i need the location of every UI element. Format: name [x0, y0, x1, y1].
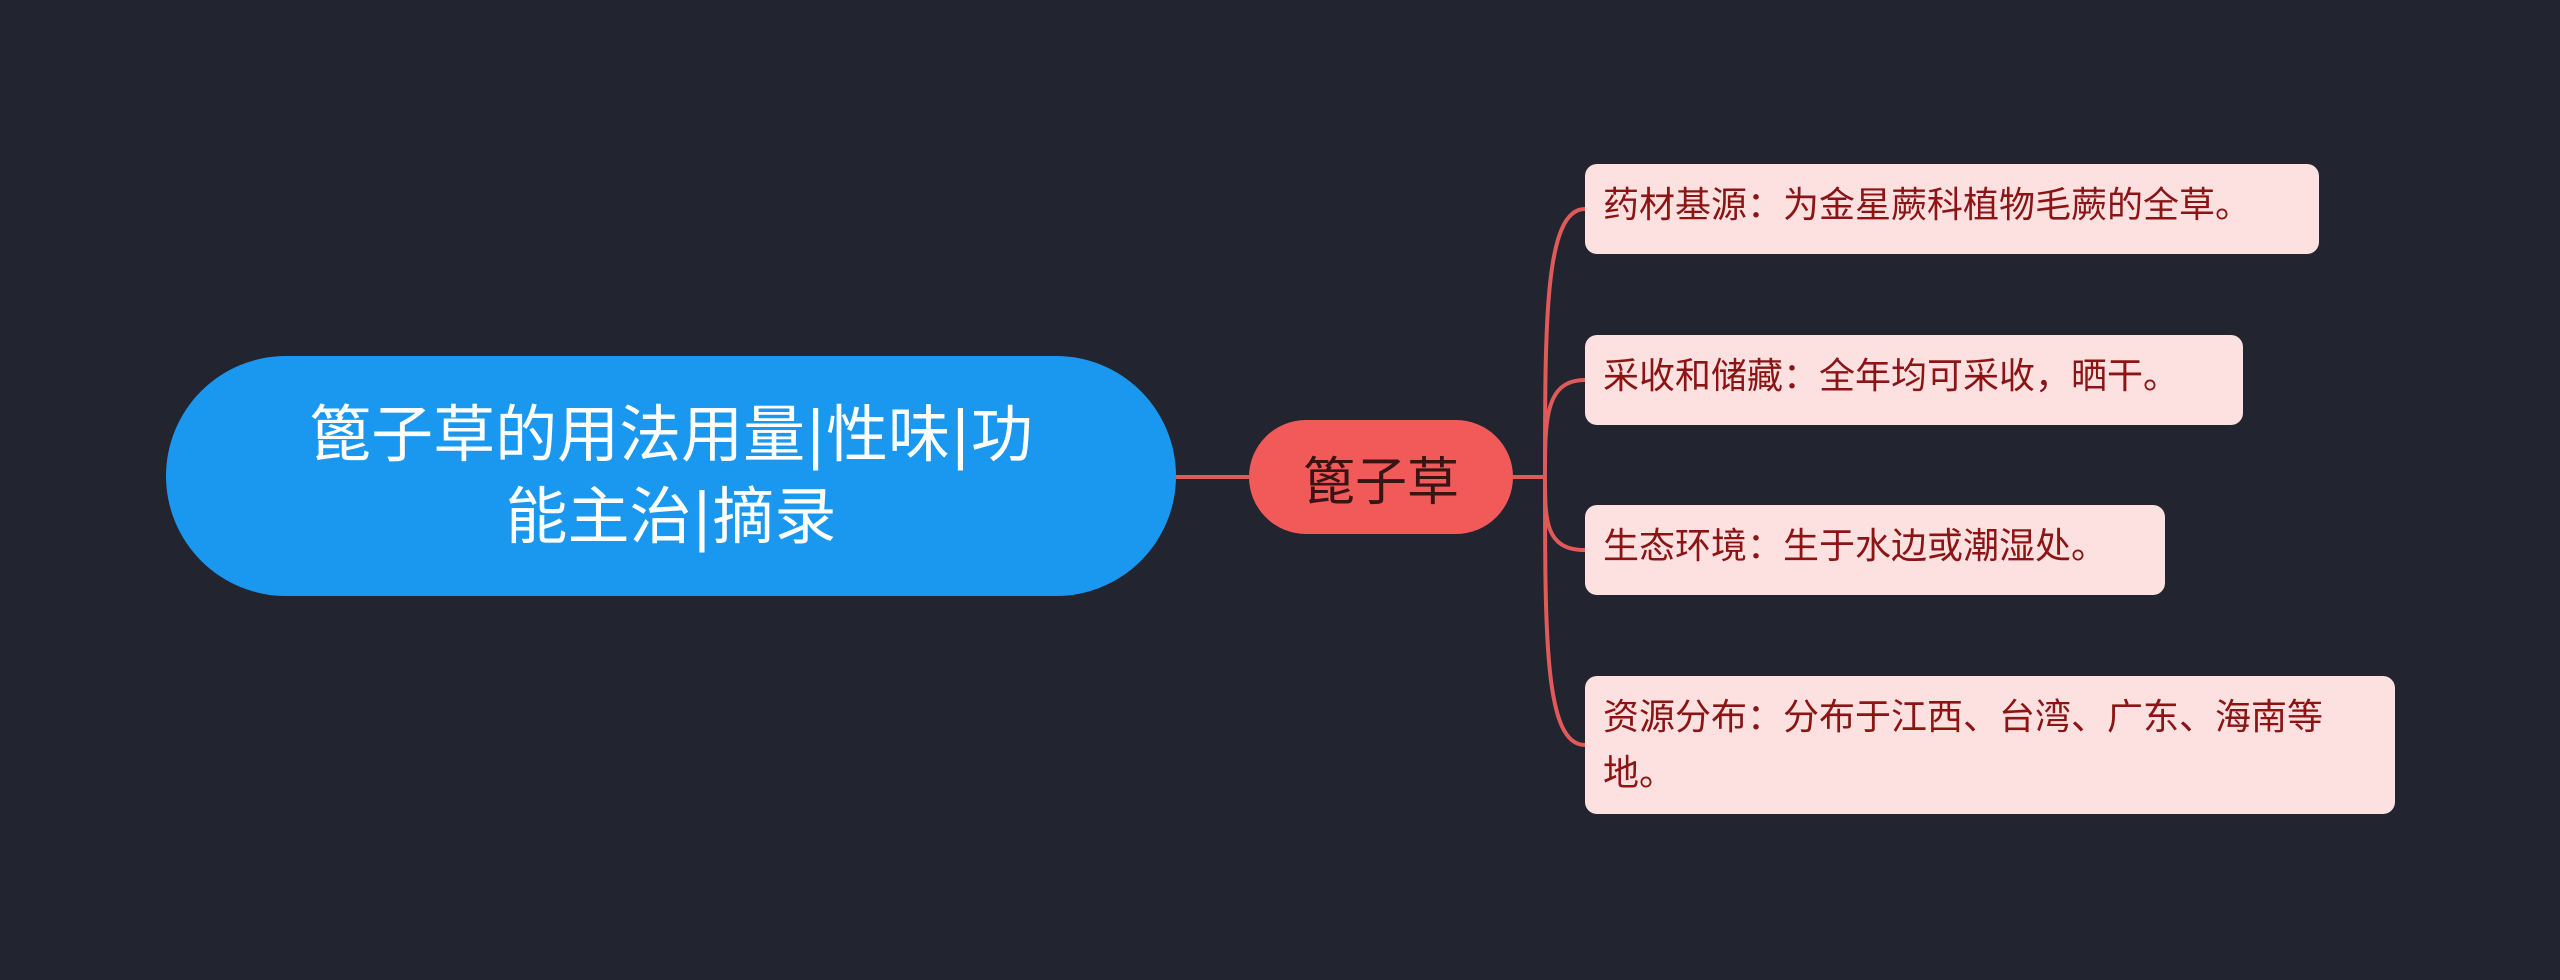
leaf-node-label: 生态环境：生于水边或潮湿处。: [1603, 526, 2108, 567]
root-node[interactable]: 篦子草的用法用量|性味|功 能主治|摘录: [166, 356, 1176, 596]
leaf-node-distribution[interactable]: 资源分布：分布于江西、台湾、广东、海南等地。: [1585, 676, 2395, 814]
leaf-node-harvest[interactable]: 采收和储藏：全年均可采收，晒干。: [1585, 335, 2243, 425]
root-node-line-2: 能主治|摘录: [505, 480, 837, 553]
main-topic-label: 篦子草: [1302, 452, 1459, 513]
root-node-label: 篦子草的用法用量|性味|功 能主治|摘录: [309, 394, 1033, 558]
branch-connector-1: [1543, 207, 1586, 478]
leaf-node-label: 药材基源：为金星蕨科植物毛蕨的全草。: [1603, 185, 2252, 226]
leaf-node-habitat[interactable]: 生态环境：生于水边或潮湿处。: [1585, 505, 2165, 595]
branch-connector-3: [1543, 476, 1586, 552]
root-node-line-1: 篦子草的用法用量|性味|功: [309, 398, 1033, 471]
leaf-node-label: 采收和储藏：全年均可采收，晒干。: [1603, 356, 2180, 397]
branch-connector-4: [1543, 476, 1586, 747]
leaf-node-source[interactable]: 药材基源：为金星蕨科植物毛蕨的全草。: [1585, 164, 2319, 254]
branch-connector-2: [1543, 378, 1586, 478]
main-topic-node[interactable]: 篦子草: [1249, 420, 1513, 534]
leaf-node-label: 资源分布：分布于江西、台湾、广东、海南等地。: [1603, 697, 2324, 794]
